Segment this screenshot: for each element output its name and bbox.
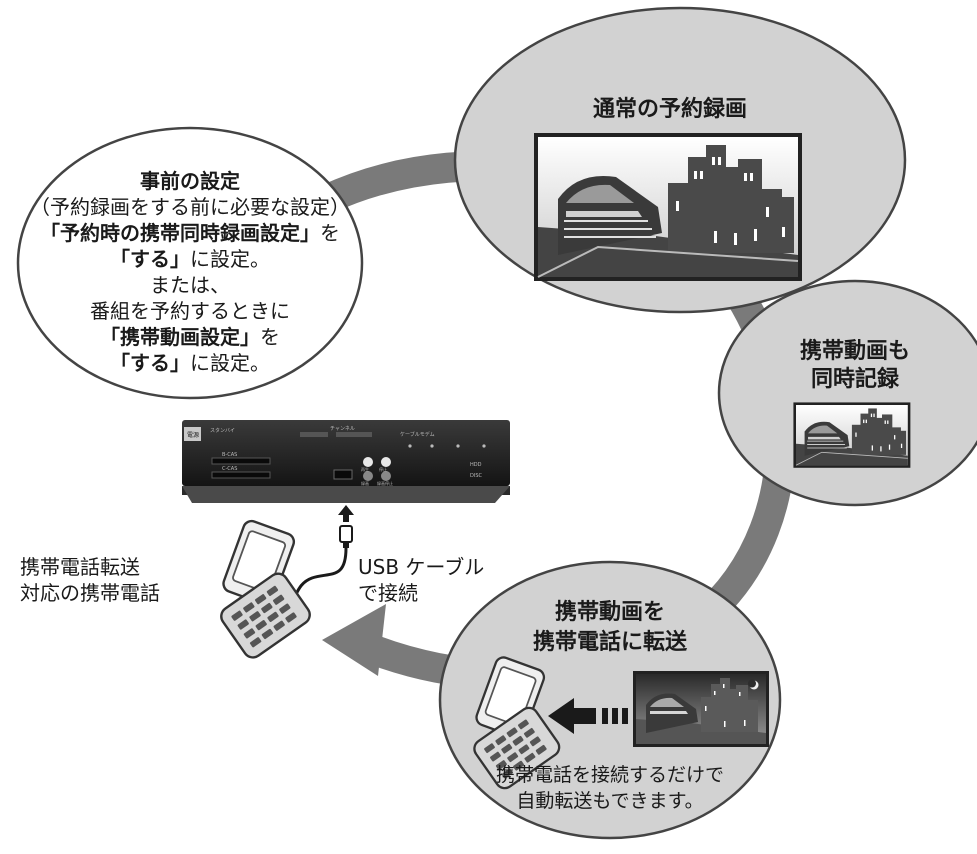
setting-value-on: 「する」 <box>110 351 190 375</box>
panel-rec-stop-label: 録画停止 <box>377 480 393 486</box>
panel-play-label: 再生 <box>361 466 369 472</box>
panel-standby-label: スタンバイ <box>210 427 235 434</box>
usb-label: USB ケーブル で接続 <box>358 554 508 606</box>
pre-setting-line1: 「予約時の携帯同時録画設定」を <box>18 220 362 246</box>
panel-bcas-label: B-CAS <box>222 452 237 458</box>
phone-label: 携帯電話転送 対応の携帯電話 <box>20 554 200 606</box>
pre-setting-line4: 番組を予約するときに <box>90 299 290 323</box>
panel-disc-label: DISC <box>470 473 482 479</box>
usb-label-line2: で接続 <box>358 581 418 605</box>
pre-setting-line2: 「する」に設定。 <box>18 246 362 272</box>
setting-suffix: を <box>260 325 280 349</box>
panel-power-label: 電源 <box>187 431 199 439</box>
pre-setting-bubble <box>16 126 364 400</box>
transfer-title: 携帯動画を 携帯電話に転送 <box>480 598 740 658</box>
simultaneous-bubble <box>717 279 977 507</box>
pre-setting-line5: 「携帯動画設定」を <box>18 324 362 350</box>
setting-name-simultaneous: 「予約時の携帯同時録画設定」 <box>40 221 320 245</box>
phone-label-line2: 対応の携帯電話 <box>20 581 160 605</box>
panel-rec-label: 録画 <box>361 480 369 486</box>
usb-label-line1: USB ケーブル <box>358 555 485 579</box>
panel-stop-label: 停止 <box>379 466 387 472</box>
setting-suffix: に設定。 <box>190 351 270 375</box>
tv-screen-large <box>534 133 802 281</box>
setting-name-mobile-video: 「携帯動画設定」 <box>100 325 260 349</box>
setting-suffix: を <box>320 221 340 245</box>
pre-setting-title: 事前の設定 <box>140 169 240 193</box>
transfer-note: 携帯電話を接続するだけで 自動転送もできます。 <box>478 762 742 814</box>
phone-label-line1: 携帯電話転送 <box>20 555 140 579</box>
transfer-title-line2: 携帯電話に転送 <box>532 630 687 655</box>
pre-setting-line6: 「する」に設定。 <box>18 350 362 376</box>
panel-ccas-label: C-CAS <box>222 466 237 472</box>
transfer-title-line1: 携帯動画を <box>554 600 665 625</box>
setting-value-on: 「する」 <box>110 247 190 271</box>
simultaneous-title-line2: 同時記録 <box>810 367 899 392</box>
pre-setting-line3: または、 <box>150 273 230 297</box>
tv-screen-small <box>793 402 911 468</box>
transfer-arrow-icon <box>548 698 628 734</box>
pre-setting-subtitle: （予約録画をする前に必要な設定） <box>30 195 350 219</box>
panel-channel-label: チャンネル <box>330 426 355 432</box>
normal-recording-title: 通常の予約録画 <box>592 97 747 122</box>
simultaneous-title: 携帯動画も 同時記録 <box>755 338 955 394</box>
flow-arrowhead <box>322 604 386 676</box>
panel-hdd-label: HDD <box>470 462 482 468</box>
recorder-device: 電源 スタンバイ チャンネル ケーブルモデム B-CAS C-CAS 再生 停止… <box>182 420 510 503</box>
setting-suffix: に設定。 <box>190 247 270 271</box>
pre-setting-text: 事前の設定 （予約録画をする前に必要な設定） 「予約時の携帯同時録画設定」を 「… <box>18 168 362 376</box>
tv-screen-transfer <box>633 671 769 747</box>
simultaneous-title-line1: 携帯動画も <box>799 339 910 364</box>
panel-cable-label: ケーブルモデム <box>400 431 435 438</box>
transfer-note-line2: 自動転送もできます。 <box>516 790 704 812</box>
transfer-note-line1: 携帯電話を接続するだけで <box>495 764 724 786</box>
